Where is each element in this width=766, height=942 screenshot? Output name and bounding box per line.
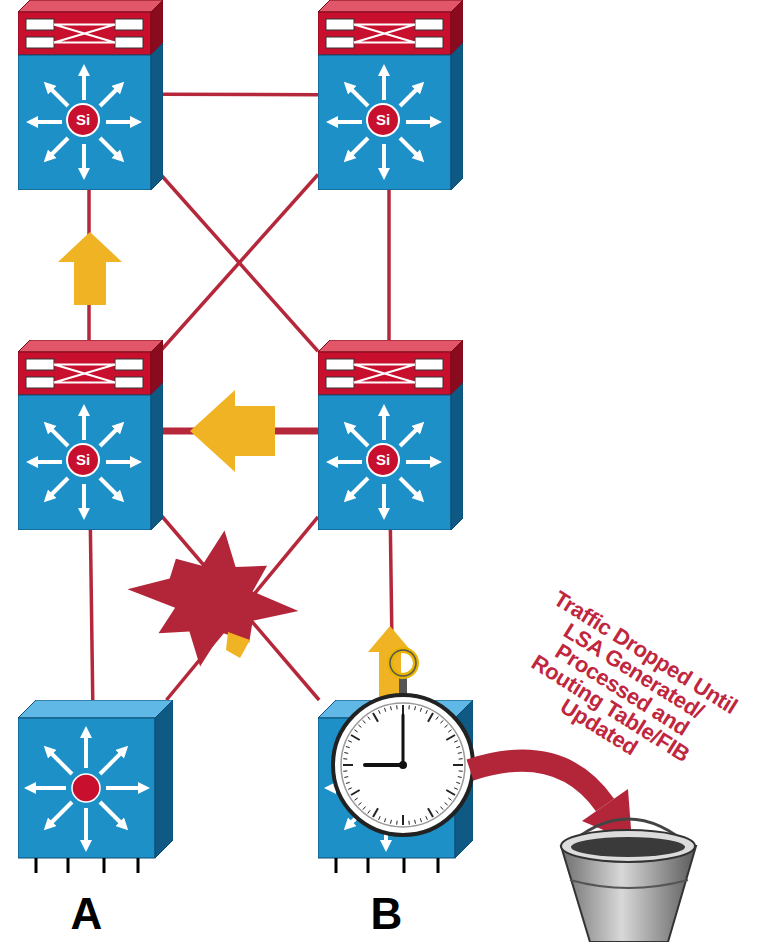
traffic-arrow [190, 390, 275, 472]
stopwatch [333, 650, 473, 835]
network-link [90, 522, 92, 700]
si-badge: Si [66, 103, 100, 137]
bit-bucket [561, 819, 696, 942]
si-badge: Si [366, 443, 400, 477]
layer3-switch-icon [18, 340, 163, 530]
network-link [160, 175, 318, 352]
network-link [160, 94, 318, 96]
layer3-switch: Si [318, 0, 460, 190]
network-link [160, 174, 318, 351]
switch-label: A [18, 890, 155, 938]
si-badge: Si [66, 443, 100, 477]
layer3-switch-icon [318, 0, 463, 190]
layer3-switch-icon [18, 0, 163, 190]
traffic-arrow [58, 232, 122, 305]
failure-burst [128, 530, 299, 666]
si-badge: Si [366, 103, 400, 137]
access-switch: A [18, 700, 170, 875]
traffic-arrow-fragment [226, 632, 250, 658]
layer3-switch-icon [318, 340, 463, 530]
layer3-switch: Si [318, 340, 460, 522]
access-switch-icon [18, 700, 173, 873]
drop-arrow [470, 761, 605, 805]
layer3-switch: Si [18, 340, 160, 522]
switch-label: B [318, 890, 455, 938]
network-link [389, 190, 390, 340]
access-switch: B [318, 700, 470, 875]
layer3-switch: Si [18, 0, 160, 188]
